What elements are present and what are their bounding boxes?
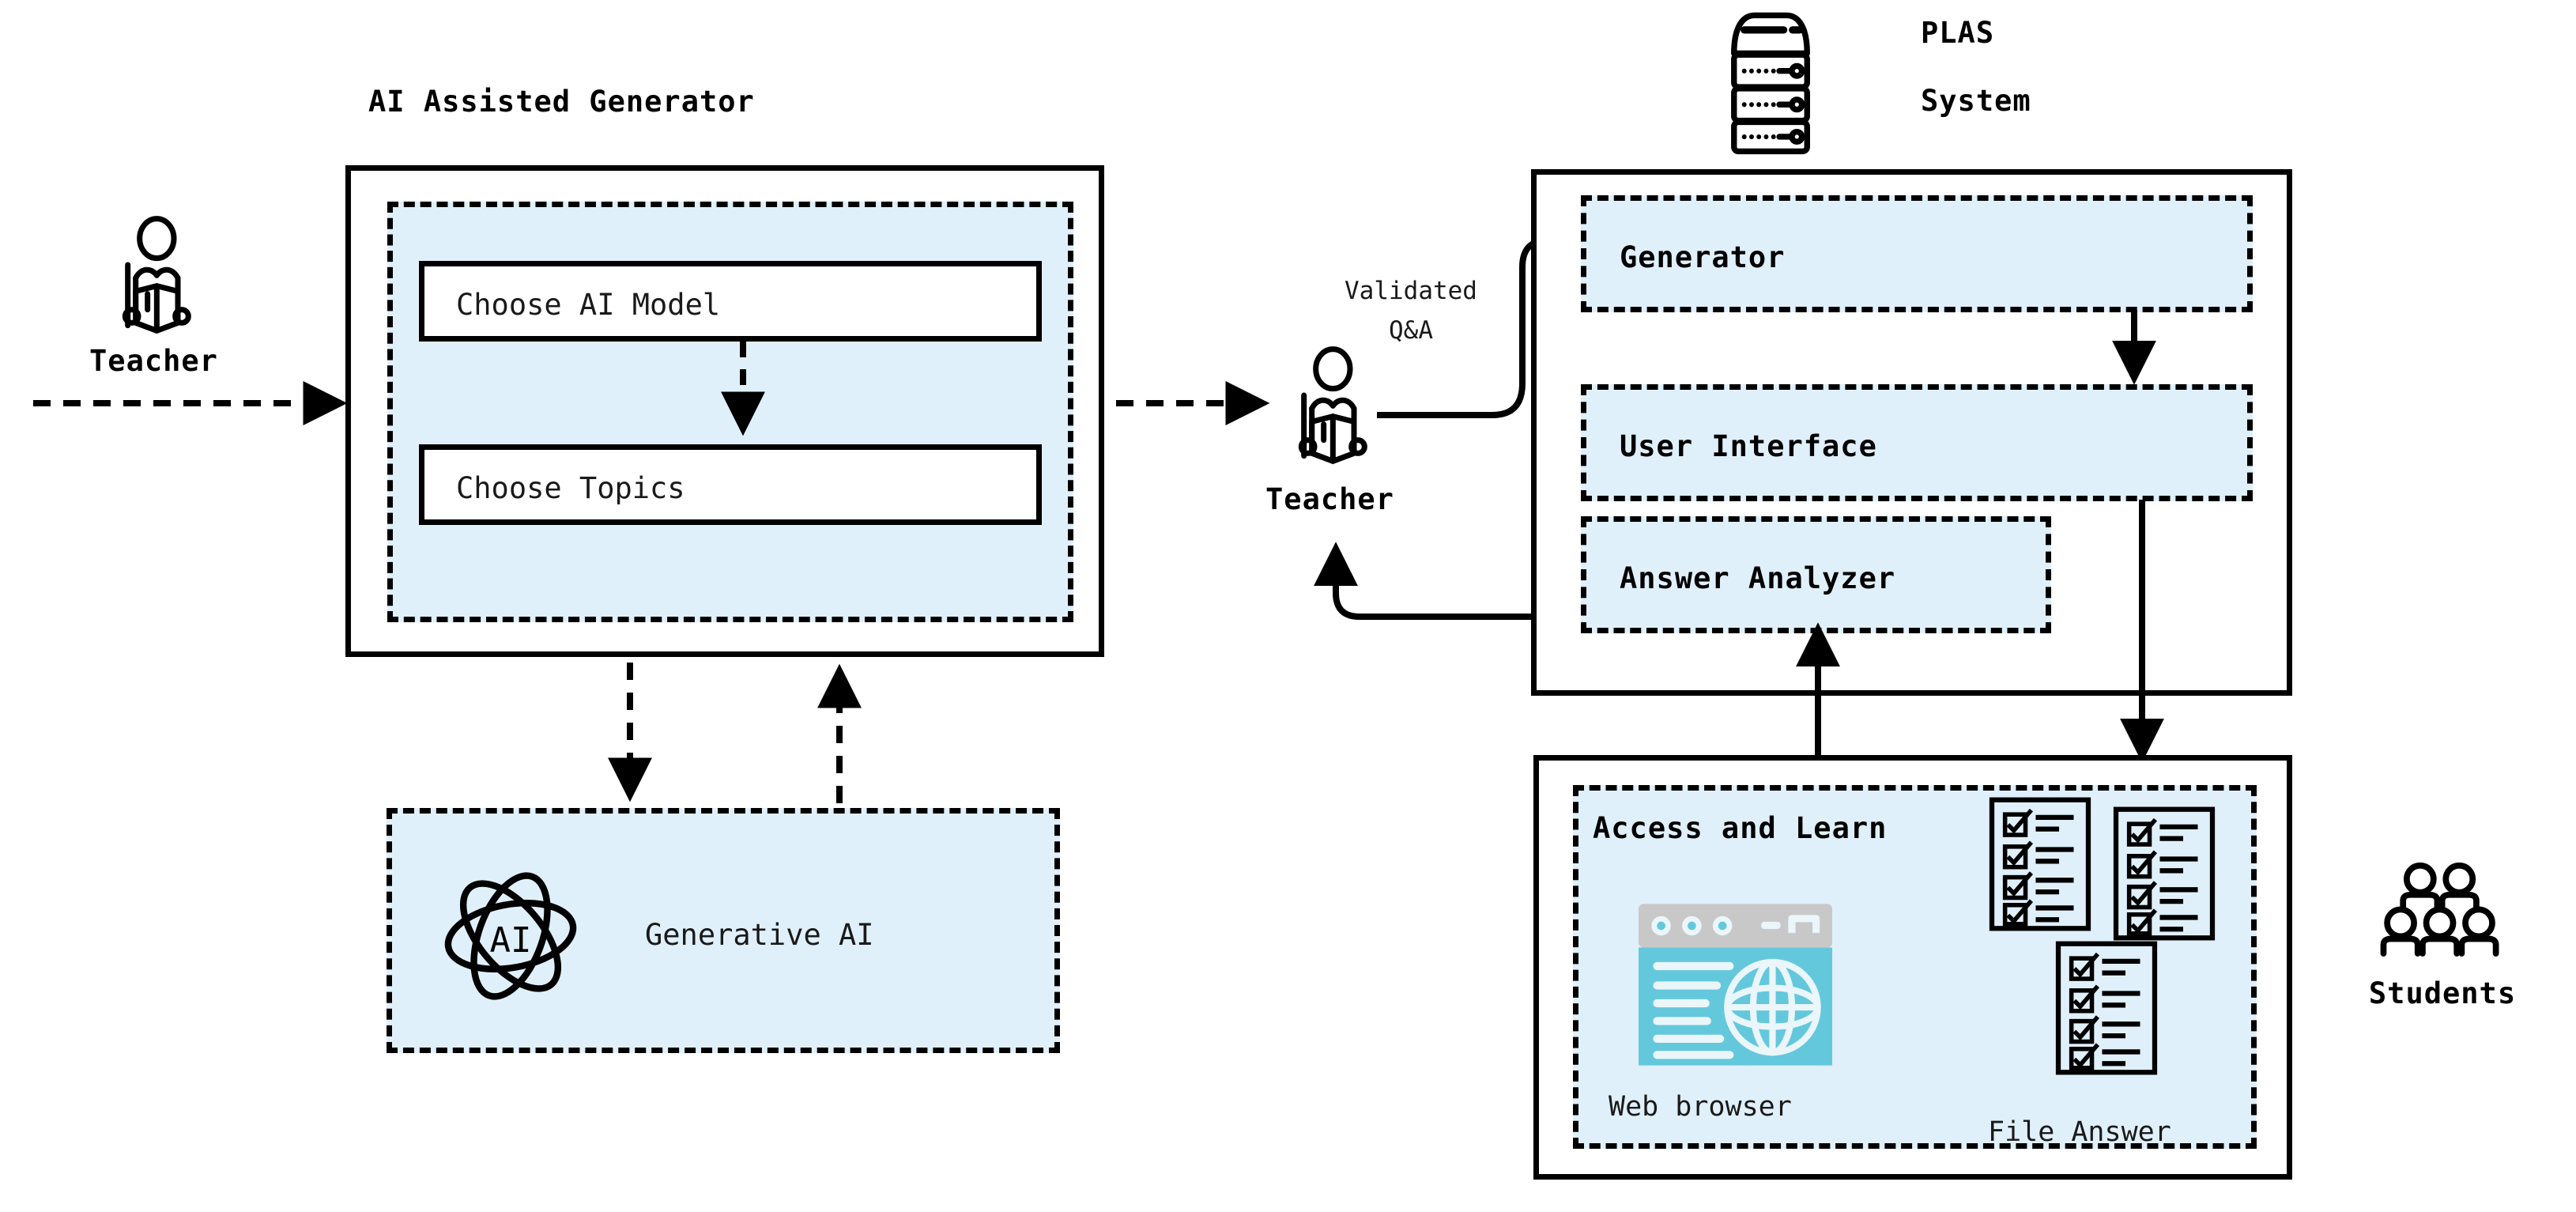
server-rack-icon xyxy=(1731,12,1810,155)
arrow-model-to-topics xyxy=(721,342,765,436)
checklist-document-icon xyxy=(1989,797,2091,931)
students-label: Students xyxy=(2368,976,2517,1010)
students-group: Students xyxy=(2328,862,2565,1044)
choose-ai-model-label: Choose AI Model xyxy=(456,288,721,322)
checklist-document-icon xyxy=(2055,941,2158,1075)
file-answer-caption: File Answer xyxy=(1988,1116,2171,1148)
teacher-left-group: Teacher xyxy=(87,216,245,399)
plas-module-generator-label: Generator xyxy=(1620,240,1786,274)
web-browser-caption: Web browser xyxy=(1609,1091,1792,1123)
plas-module-answer-analyzer[interactable]: Answer Analyzer xyxy=(1581,516,2051,633)
teacher-icon xyxy=(122,216,191,334)
arrow-analyzer-to-teacher xyxy=(1314,542,1573,620)
validated-qa-label: Validated Q&A xyxy=(1312,277,1510,345)
validated-qa-line2: Q&A xyxy=(1389,316,1433,345)
arrow-generator-to-genai xyxy=(608,663,652,802)
choose-topics-label: Choose Topics xyxy=(456,471,685,505)
validated-qa-line1: Validated xyxy=(1345,277,1477,305)
arrow-teacher-to-generator xyxy=(33,381,348,425)
teacher-left-label: Teacher xyxy=(89,344,218,378)
checklist-document-icon xyxy=(2113,806,2216,941)
students-group-icon xyxy=(2380,862,2499,957)
teacher-middle-label: Teacher xyxy=(1265,482,1394,516)
access-and-learn-title: Access and Learn xyxy=(1593,811,1888,845)
choose-topics-box[interactable]: Choose Topics xyxy=(419,444,1042,525)
arrow-generator-to-teacher-middle xyxy=(1116,381,1270,425)
plas-module-user-interface[interactable]: User Interface xyxy=(1581,384,2253,501)
plas-module-generator[interactable]: Generator xyxy=(1581,195,2253,312)
generative-ai-box: AI Generative AI xyxy=(387,808,1060,1053)
teacher-middle-group: Teacher xyxy=(1263,346,1437,530)
plas-module-user-interface-label: User Interface xyxy=(1620,429,1877,463)
arrow-genai-to-generator xyxy=(817,663,862,803)
plas-title-line2: System xyxy=(1921,84,2031,118)
generator-panel-title: AI Assisted Generator xyxy=(368,85,755,119)
plas-module-answer-analyzer-label: Answer Analyzer xyxy=(1620,561,1896,595)
arrow-access-to-analyzer xyxy=(1796,622,1840,765)
web-browser-icon xyxy=(1639,904,1832,1066)
atom-ai-icon: AI xyxy=(444,872,577,1000)
arrow-ui-to-access xyxy=(2120,500,2164,763)
plas-title-line1: PLAS xyxy=(1921,16,1995,50)
generative-ai-label: Generative AI xyxy=(645,918,874,952)
plas-system-header: PLAS System xyxy=(1719,6,2130,157)
teacher-icon xyxy=(1298,346,1367,464)
svg-text:AI: AI xyxy=(490,920,532,961)
choose-ai-model-box[interactable]: Choose AI Model xyxy=(419,261,1042,342)
arrow-generator-to-ui xyxy=(2112,310,2156,385)
